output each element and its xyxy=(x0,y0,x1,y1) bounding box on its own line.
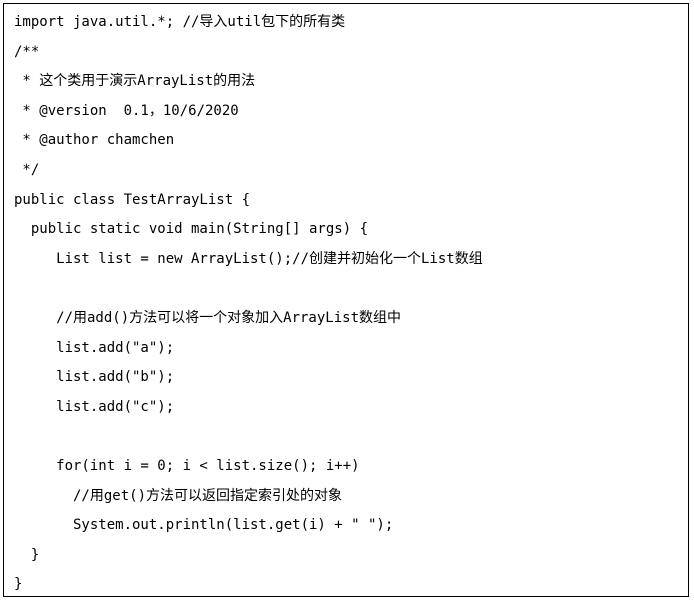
code-line-7: public class TestArrayList { xyxy=(14,191,251,208)
code-line-3: * 这个类用于演示ArrayList的用法 xyxy=(14,73,256,90)
code-line-10 xyxy=(14,274,682,304)
code-line-5: * @author chamchen xyxy=(14,132,175,149)
code-line-2: /** xyxy=(14,43,40,60)
code-block: import java.util.*; //导入util包下的所有类 /** *… xyxy=(3,3,689,597)
code-line-11: //用add()方法可以将一个对象加入ArrayList数组中 xyxy=(14,309,402,326)
code-line-1: import java.util.*; //导入util包下的所有类 xyxy=(14,14,346,30)
code-line-13: list.add("b"); xyxy=(14,369,175,386)
code-line-16: for(int i = 0; i < list.size(); i++) xyxy=(14,457,360,474)
code-line-8: public static void main(String[] args) { xyxy=(14,221,369,238)
code-line-4: * @version 0.1，10/6/2020 xyxy=(14,102,239,119)
code-line-19: } xyxy=(14,546,40,563)
code-line-6: */ xyxy=(14,161,40,178)
code-line-14: list.add("c"); xyxy=(14,398,175,415)
code-line-18: System.out.println(list.get(i) + " "); xyxy=(14,517,394,534)
code-line-20: } xyxy=(14,576,23,593)
code-line-9: List list = new ArrayList();//创建并初始化一个Li… xyxy=(14,250,483,267)
code-line-15 xyxy=(14,422,682,452)
code-line-12: list.add("a"); xyxy=(14,339,175,356)
code-lines: import java.util.*; //导入util包下的所有类 /** *… xyxy=(14,8,682,600)
code-line-17: //用get()方法可以返回指定索引处的对象 xyxy=(14,487,343,504)
